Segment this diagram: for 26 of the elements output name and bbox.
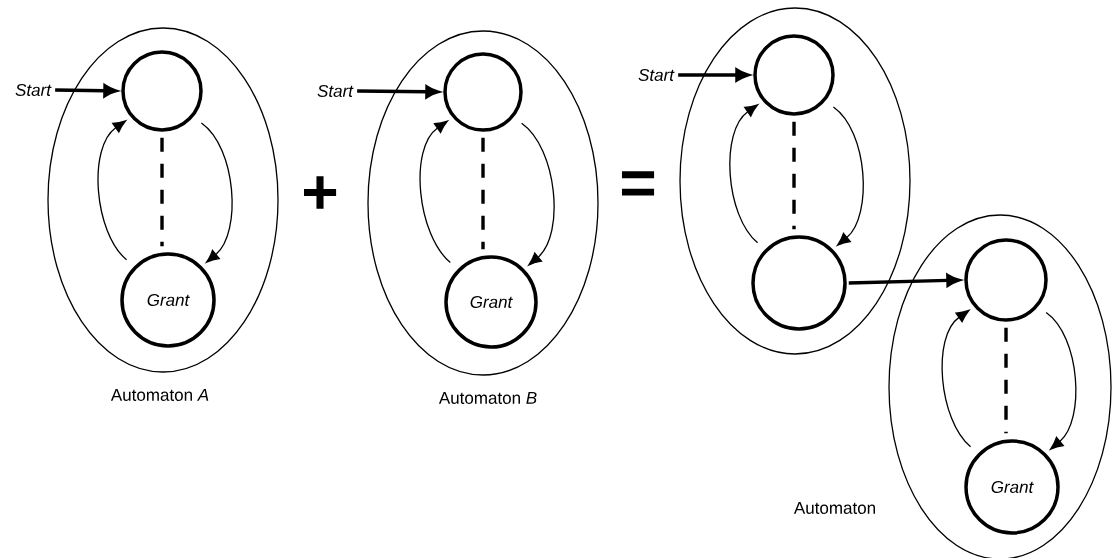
curved-arrow xyxy=(419,120,451,264)
state-circle xyxy=(753,34,835,116)
curved-arrow xyxy=(200,122,233,263)
start-label: Start xyxy=(638,69,675,81)
state-circle xyxy=(121,50,203,132)
node-label: Automaton A xyxy=(110,389,209,401)
curved-arrow xyxy=(1045,311,1077,450)
start-label: Start xyxy=(15,84,52,96)
operator-sign: = xyxy=(621,171,655,196)
operator-sign: + xyxy=(304,176,337,209)
dashed-line xyxy=(481,137,485,250)
curved-arrow xyxy=(729,104,759,244)
curved-arrow xyxy=(97,120,128,261)
automaton-ellipse xyxy=(679,7,911,355)
node-label: Automaton B xyxy=(438,392,537,404)
start-label: Start xyxy=(317,85,354,97)
curved-arrow xyxy=(941,309,972,448)
node-label: Automaton xyxy=(793,502,875,514)
dashed-line xyxy=(792,121,796,230)
dashed-line xyxy=(1004,327,1008,434)
state-circle xyxy=(751,235,847,331)
state-circle xyxy=(964,238,1048,322)
curved-arrow xyxy=(521,122,555,266)
dashed-line xyxy=(160,137,164,247)
state-circle xyxy=(443,52,523,132)
curved-arrow xyxy=(832,106,864,246)
